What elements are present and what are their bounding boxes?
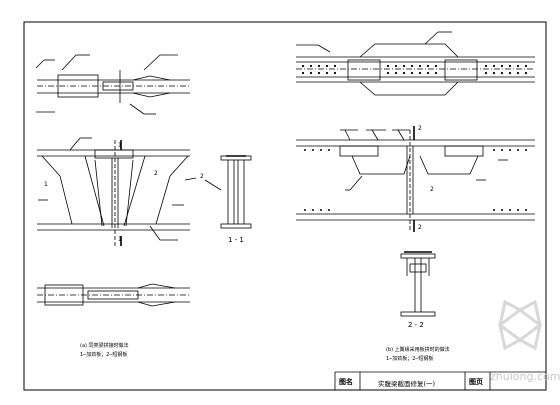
right-top-bolt-dots (301, 64, 528, 75)
cut-mark-2-top: 2 (418, 125, 422, 132)
left-middle-girder-elevation (37, 137, 197, 246)
cut-mark-2-bottom: 2 (418, 224, 422, 231)
section-1-1 (204, 155, 252, 229)
section-2-2-label: 2 - 2 (408, 321, 424, 329)
caption-right-line2: 1─加劲板；2─短钢板 (386, 356, 434, 362)
watermark-text: zhulong.com (490, 370, 560, 383)
section-2-2 (400, 251, 436, 317)
section-1-1-label: 1 - 1 (228, 236, 244, 244)
caption-left-line1: (a) 同类梁拼接时做法 (80, 343, 129, 349)
left-bottom-splice-view (37, 283, 190, 307)
right-middle-girder-elevation (296, 126, 535, 232)
callout-2-left: 2 (154, 170, 158, 177)
right-top-flange-view (296, 31, 535, 96)
callout-1-left: 1 (44, 181, 48, 188)
title-block-drawing-name: 实腹梁截面修复(一) (378, 380, 436, 388)
callout-2-section: 2 (200, 173, 204, 180)
title-block (334, 371, 546, 390)
title-block-sheet-label: 图页 (469, 378, 483, 386)
caption-left-line2: 1─加劲板；2─短钢板 (80, 352, 128, 358)
cut-mark-1-bottom: 1 (118, 236, 122, 243)
title-block-name-label: 图名 (339, 378, 353, 386)
cut-mark-1-top: 1 (118, 142, 122, 149)
caption-right-line1: (b) 上翼缘采用板拼时的做法 (386, 347, 450, 353)
watermark-logo (497, 299, 543, 351)
callout-2-right: 2 (430, 186, 434, 193)
left-top-splice-view (35, 54, 190, 115)
right-middle-bolt-dots (304, 149, 527, 211)
sheet-border (23, 21, 547, 391)
